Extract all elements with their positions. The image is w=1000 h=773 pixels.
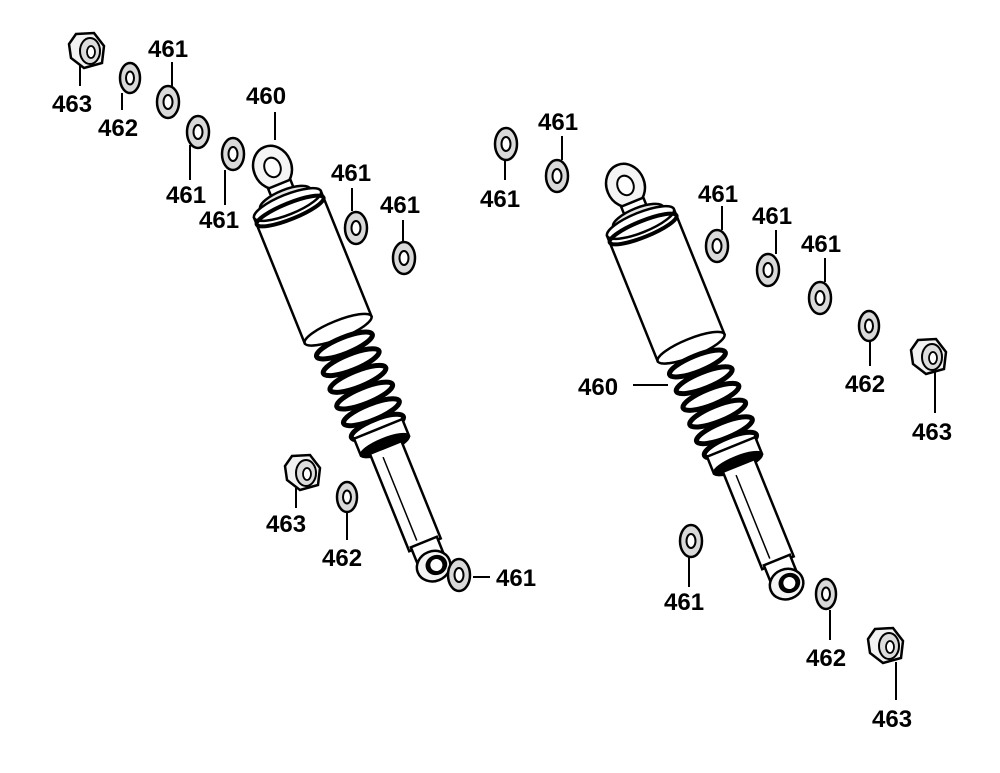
right-bottom-washer-461 (678, 523, 704, 559)
left-top-nut (67, 31, 106, 70)
label-461: 461 (199, 207, 239, 234)
label-463: 463 (872, 706, 912, 733)
label-461: 461 (538, 109, 578, 136)
label-461: 461 (380, 192, 420, 219)
left-top-washer-461b (185, 114, 211, 150)
right-washer-461a (704, 228, 730, 264)
right-bottom-nut (866, 626, 905, 665)
label-462: 462 (98, 115, 138, 142)
left-bottom-nut (283, 453, 322, 492)
label-461: 461 (664, 589, 704, 616)
label-461: 461 (698, 181, 738, 208)
label-463: 463 (52, 91, 92, 118)
label-461: 461 (480, 186, 520, 213)
label-461: 461 (148, 36, 188, 63)
label-461: 461 (801, 231, 841, 258)
label-463: 463 (912, 419, 952, 446)
left-bottom-washer-462 (335, 480, 359, 514)
label-462: 462 (845, 371, 885, 398)
label-461: 461 (496, 565, 536, 592)
label-461: 461 (752, 203, 792, 230)
label-462: 462 (322, 545, 362, 572)
label-463: 463 (266, 511, 306, 538)
label-462: 462 (806, 645, 846, 672)
leader-lines (79, 62, 936, 700)
right-washer-461c (807, 280, 833, 316)
left-right-washer-461b (391, 240, 417, 276)
label-461: 461 (166, 182, 206, 209)
right-bottom-washer-462 (814, 577, 838, 611)
label-461: 461 (331, 160, 371, 187)
left-top-washer-461c (220, 136, 246, 172)
right-top-washer-461a (493, 126, 519, 162)
right-washer-462 (857, 309, 881, 343)
left-top-washer-462 (118, 61, 142, 95)
right-top-washer-461b (544, 158, 570, 194)
label-460: 460 (246, 83, 286, 110)
right-washer-461b (755, 252, 781, 288)
left-right-washer-461a (343, 210, 369, 246)
label-460: 460 (578, 374, 618, 401)
left-top-washer-461a (155, 84, 181, 120)
right-top-nut (909, 337, 948, 376)
part-labels: 463 462 461 461 461 460 461 461 463 462 … (52, 36, 952, 733)
left-bottom-washer-461 (446, 557, 472, 593)
